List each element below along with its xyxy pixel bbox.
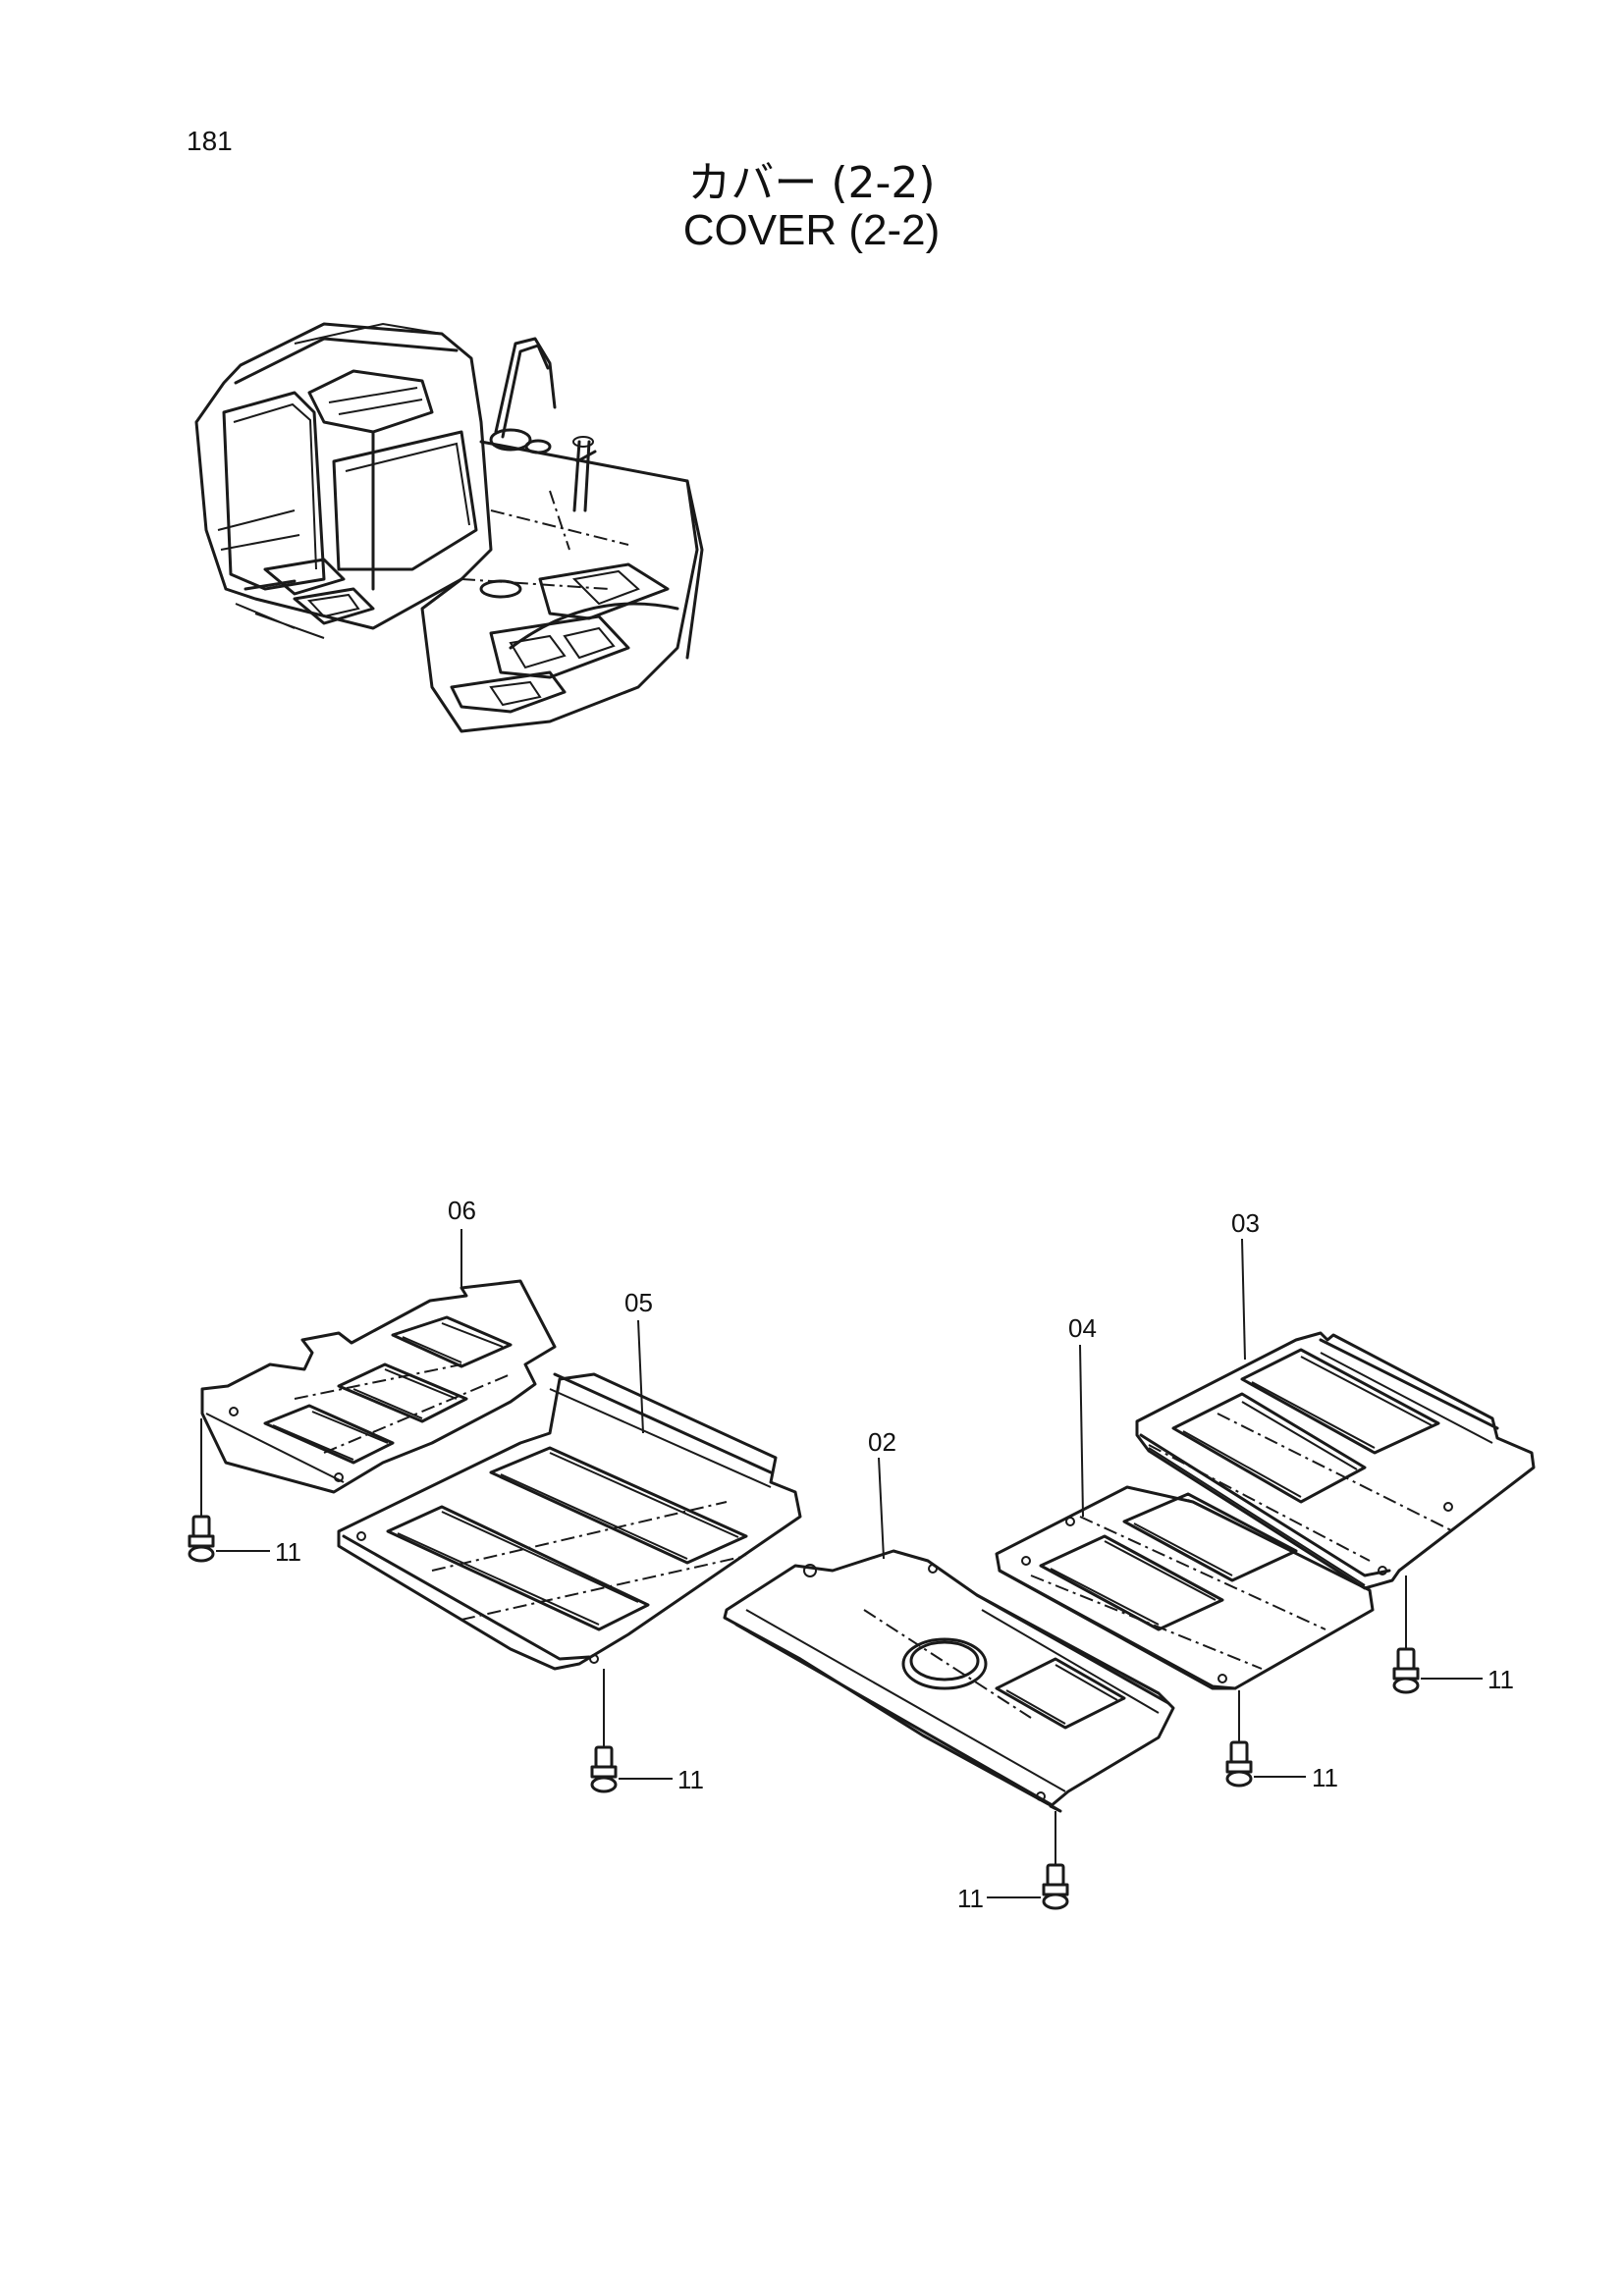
part-02-cover [723, 1549, 1175, 1813]
machine-overview-illustration [194, 322, 704, 733]
callout-11: 11 [1488, 1665, 1514, 1694]
callout-04: 04 [1068, 1313, 1097, 1343]
part-06-cover [200, 1279, 557, 1494]
bolt-icon [590, 1669, 673, 1793]
leader-lines [460, 1229, 1246, 1560]
bolt-icon [987, 1811, 1069, 1910]
title-japanese: カバー (2-2) [687, 158, 936, 208]
callout-labels: 06 05 02 04 03 11 11 11 11 11 [275, 1196, 1514, 1913]
callout-02: 02 [868, 1427, 896, 1457]
callout-11: 11 [275, 1537, 301, 1567]
callout-11: 11 [1312, 1763, 1338, 1792]
bolt-icon [188, 1418, 270, 1563]
bolt-icon [1225, 1690, 1306, 1788]
part-05-cover [337, 1372, 802, 1671]
part-04-cover [995, 1485, 1375, 1690]
bolt-group [188, 1418, 1483, 1910]
callout-05: 05 [624, 1288, 653, 1317]
callout-11: 11 [957, 1884, 984, 1913]
callout-06: 06 [448, 1196, 476, 1225]
part-03-cover [1135, 1331, 1536, 1590]
title-english: COVER (2-2) [682, 206, 941, 254]
bolt-icon [1392, 1575, 1483, 1694]
page-number: 181 [187, 126, 233, 156]
callout-11: 11 [677, 1765, 704, 1794]
callout-03: 03 [1231, 1208, 1260, 1238]
